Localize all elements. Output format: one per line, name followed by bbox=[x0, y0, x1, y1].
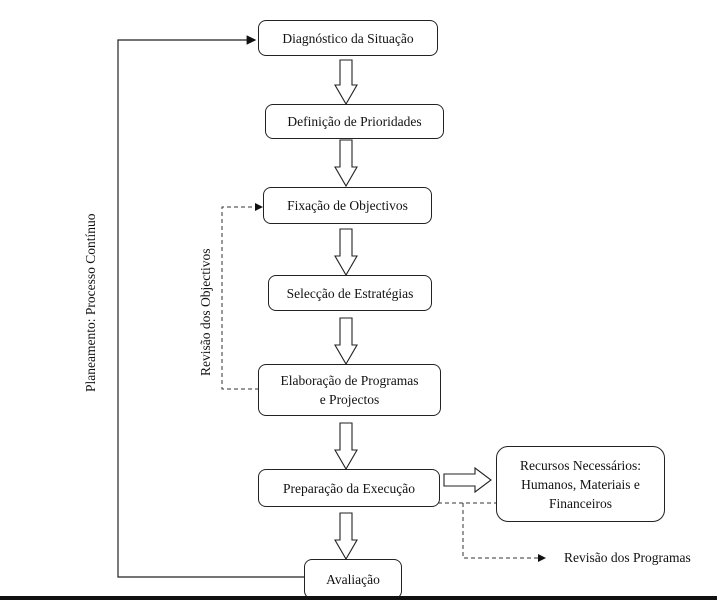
step-label-line1: Elaboração de Programas bbox=[280, 373, 419, 388]
arrow-down-5 bbox=[334, 422, 358, 471]
step-estrategias: Selecção de Estratégias bbox=[268, 275, 432, 311]
programs-review-label: Revisão dos Programas bbox=[564, 550, 691, 565]
step-label: Fixação de Objectivos bbox=[287, 198, 408, 213]
step-objectivos: Fixação de Objectivos bbox=[263, 187, 432, 224]
objectives-review-label: Revisão dos Objectivos bbox=[198, 248, 213, 377]
arrow-right-resources bbox=[443, 466, 492, 494]
loop-label: Planeamento: Processo Contínuo bbox=[83, 213, 98, 392]
step-label: Diagnóstico da Situação bbox=[282, 30, 414, 46]
objectives-review-dashed-line bbox=[221, 203, 263, 390]
step-prioridades: Definição de Prioridades bbox=[265, 104, 444, 139]
arrow-down-3 bbox=[334, 228, 358, 277]
resources-line1: Recursos Necessários: bbox=[519, 457, 642, 473]
step-label: Avaliação bbox=[326, 571, 380, 587]
arrow-down-6 bbox=[334, 512, 358, 561]
step-label: Selecção de Estratégias bbox=[286, 285, 414, 301]
resources-line2: Humanos, Materiais e bbox=[521, 476, 640, 492]
continuous-loop-line bbox=[117, 35, 304, 578]
step-label: Definição de Prioridades bbox=[287, 114, 422, 129]
step-programas: Elaboração de Programas e Projectos bbox=[258, 364, 441, 416]
step-label: Preparação da Execução bbox=[283, 480, 415, 496]
step-diagnostico: Diagnóstico da Situação bbox=[258, 20, 438, 56]
resources-line3: Financeiros bbox=[549, 495, 612, 511]
resources-box: Recursos Necessários: Humanos, Materiais… bbox=[496, 446, 665, 522]
step-execucao: Preparação da Execução bbox=[258, 469, 440, 507]
arrow-down-1 bbox=[334, 59, 358, 106]
arrow-down-2 bbox=[334, 139, 358, 188]
step-label-line2: e Projectos bbox=[319, 392, 380, 407]
bottom-rule bbox=[0, 596, 717, 600]
arrow-down-4 bbox=[334, 317, 358, 366]
step-avaliacao: Avaliação bbox=[304, 559, 402, 599]
